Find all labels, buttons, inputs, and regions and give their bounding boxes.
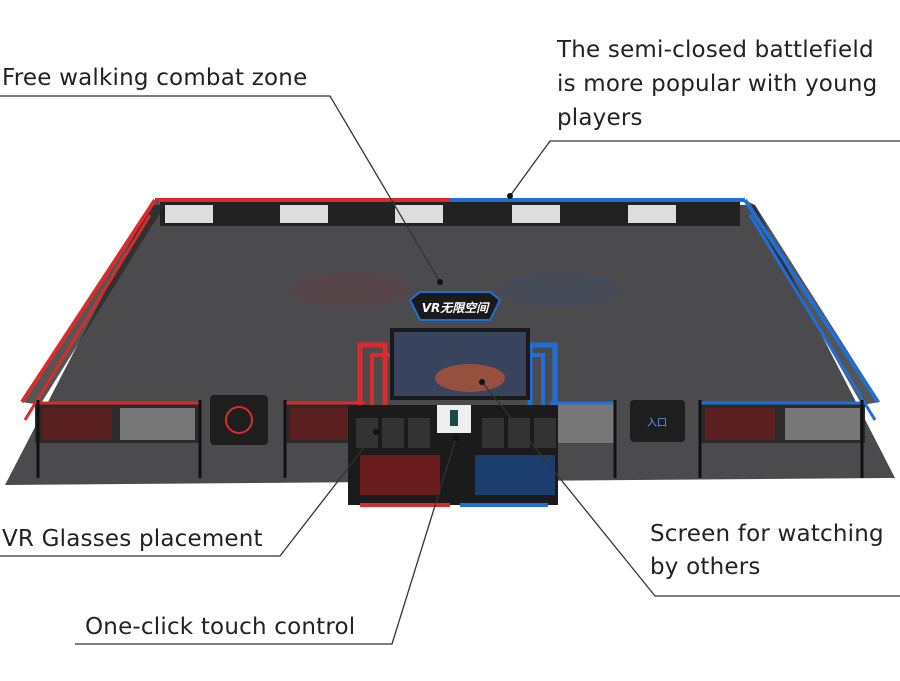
right-fence bbox=[743, 198, 880, 421]
central-console: VR无限空间 bbox=[348, 291, 558, 507]
entry-sign: 入口 bbox=[647, 418, 667, 429]
touch-control-panel bbox=[450, 410, 458, 426]
label-battlefield-line3: players bbox=[557, 105, 643, 131]
label-glasses-placement: VR Glasses placement bbox=[2, 526, 263, 552]
label-touch-control: One-click touch control bbox=[85, 614, 356, 640]
leader-lines bbox=[0, 95, 900, 645]
front-fence: 入口 bbox=[35, 395, 865, 478]
label-battlefield-line1: The semi-closed battlefield bbox=[557, 37, 874, 63]
label-screen-line1: Screen for watching bbox=[650, 521, 884, 547]
label-combat-zone: Free walking combat zone bbox=[2, 65, 308, 91]
label-battlefield-line2: is more popular with young bbox=[557, 71, 878, 97]
left-fence bbox=[20, 198, 165, 421]
label-screen-line2: by others bbox=[650, 554, 761, 580]
back-fence bbox=[155, 198, 745, 226]
arena-sign: VR无限空间 bbox=[422, 301, 491, 315]
